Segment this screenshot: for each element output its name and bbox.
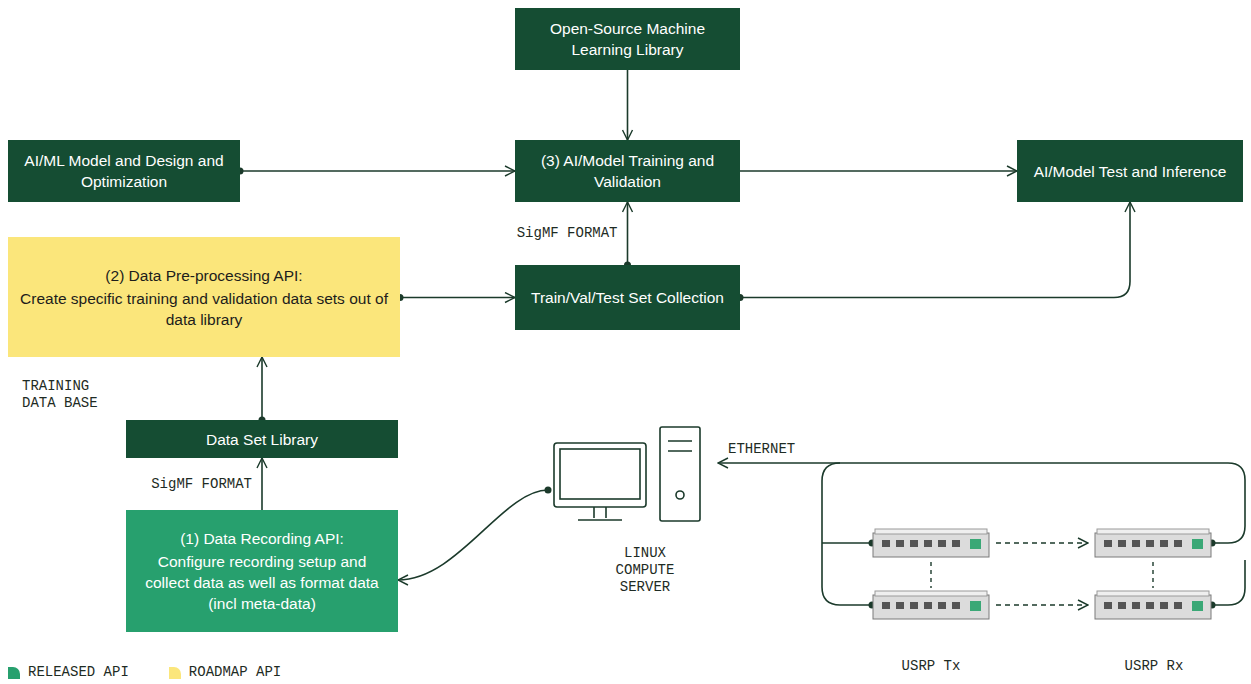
usrp-device [1088, 522, 1220, 622]
connector [996, 542, 1088, 544]
legend-swatch [169, 667, 181, 679]
connector [627, 202, 629, 265]
api-box: (2) Data Pre-processing API:Create speci… [8, 237, 400, 357]
node-title: USRP Tx [902, 658, 961, 675]
edge-label: ETHERNET [728, 441, 795, 458]
connector [740, 170, 1017, 172]
node-title: Open-Source Machine Learning Library [527, 18, 728, 60]
legend-item: ROADMAP API [169, 664, 281, 681]
edge-label: SigMF FORMAT [517, 225, 618, 242]
data-region: TRAINING DATA BASE Data Set Library (1) Da… [8, 367, 410, 640]
legend-text: ROADMAP API [189, 664, 281, 681]
connector [398, 490, 548, 580]
process-box: Train/Val/Test Set Collection [515, 265, 740, 330]
legend-swatch [8, 667, 20, 679]
edge-label: SigMF FORMAT [151, 476, 252, 493]
connector [627, 70, 629, 140]
process-box: AI/Model Test and Inference [1017, 140, 1243, 202]
node-title: (2) Data Pre-processing API: [105, 265, 302, 286]
node-title: LINUX COMPUTE SERVER [605, 545, 685, 596]
connector-dot [545, 487, 552, 494]
api-box: (1) Data Recording API:Configure recordi… [126, 510, 398, 632]
node-title: Data Set Library [206, 429, 318, 450]
node-title: AI/Model Test and Inference [1034, 161, 1227, 182]
legend-text: RELEASED API [28, 664, 129, 681]
usrp-node: USRP Rx [1088, 522, 1220, 677]
node-body: Configure recording setup and collect da… [138, 551, 386, 614]
process-box: (3) AI/Model Training and Validation [515, 140, 740, 202]
library-box: Data Set Library [126, 420, 398, 458]
computer-node: LINUX COMPUTE SERVER [548, 425, 718, 600]
usrp-device [866, 522, 996, 622]
connector [400, 297, 515, 299]
connector [261, 357, 263, 420]
connector [240, 170, 515, 172]
connector [261, 458, 263, 510]
library-box: Open-Source Machine Learning Library [515, 8, 740, 70]
node-title: (1) Data Recording API: [180, 528, 344, 549]
legend: RELEASED API ROADMAP API [8, 664, 321, 681]
computer-icon [548, 425, 718, 535]
connector [996, 604, 1088, 606]
node-title: (3) AI/Model Training and Validation [527, 150, 728, 192]
node-title: USRP Rx [1125, 658, 1184, 675]
connector [740, 202, 1130, 298]
usrp-node: USRP Tx [866, 522, 996, 677]
legend-item: RELEASED API [8, 664, 129, 681]
node-title: Train/Val/Test Set Collection [531, 287, 724, 308]
node-title: AI/ML Model and Design and Optimization [20, 150, 228, 192]
node-title: TRAINING DATA BASE [22, 378, 122, 412]
process-box: AI/ML Model and Design and Optimization [8, 140, 240, 202]
node-body: Create specific training and validation … [20, 288, 388, 330]
